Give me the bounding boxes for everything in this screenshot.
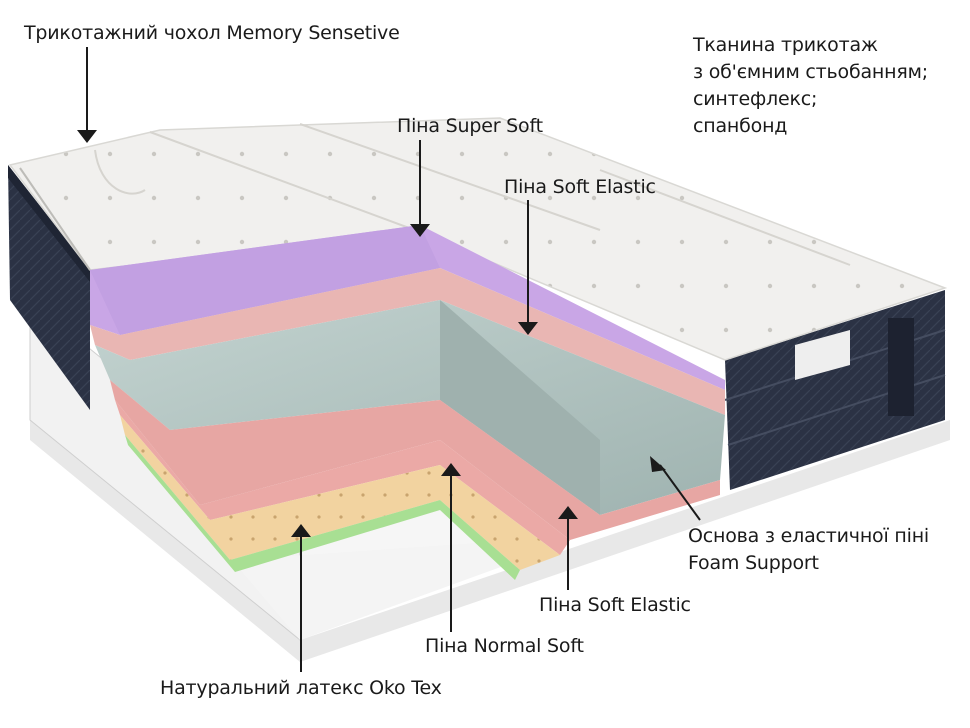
arrow-normal-soft-head bbox=[441, 463, 461, 476]
quilted-top bbox=[8, 117, 948, 361]
label-fabric-line-3: синтефлекс; bbox=[693, 88, 818, 110]
label-foam-support-line-2: Foam Support bbox=[688, 552, 819, 574]
label-fabric-line-1: Тканина трикотаж bbox=[693, 34, 878, 56]
label-super-soft: Піна Super Soft bbox=[397, 115, 543, 137]
layer-latex bbox=[120, 415, 560, 570]
label-cover: Трикотажний чохол Memory Sensetive bbox=[24, 22, 400, 44]
arrow-foam-support-head bbox=[650, 456, 666, 472]
label-foam-support: Основа з еластичної піні Foam Support bbox=[688, 523, 929, 577]
label-latex: Натуральний латекс Oko Tex bbox=[160, 677, 442, 699]
layer-normal-soft bbox=[115, 400, 570, 555]
arrow-soft-elastic-top-head bbox=[518, 322, 538, 335]
label-fabric-line-2: з об'ємним стьобанням; bbox=[693, 61, 928, 83]
layer-super-soft bbox=[90, 225, 725, 390]
arrow-soft-elastic-bottom-head bbox=[558, 506, 578, 519]
label-foam-support-line-1: Основа з еластичної піні bbox=[688, 525, 930, 547]
label-soft-elastic-bottom: Піна Soft Elastic bbox=[539, 594, 691, 616]
label-fabric-line-4: спанбонд bbox=[693, 115, 788, 137]
arrow-latex-head bbox=[291, 524, 311, 537]
pointer-arrows bbox=[77, 47, 701, 672]
arrow-super-soft-head bbox=[410, 224, 430, 237]
label-fabric: Тканина трикотаж з об'ємним стьобанням; … bbox=[693, 32, 928, 140]
arrow-foam-support bbox=[659, 464, 701, 521]
label-normal-soft: Піна Normal Soft bbox=[425, 635, 584, 657]
layer-soft-elastic-bottom bbox=[110, 380, 720, 540]
layer-soft-elastic-top bbox=[90, 268, 725, 415]
layer-foam-support bbox=[95, 300, 725, 515]
side-panel-right bbox=[724, 290, 946, 490]
arrow-cover-head bbox=[77, 130, 97, 143]
side-panel-left bbox=[8, 165, 90, 410]
layer-green bbox=[125, 435, 520, 580]
label-soft-elastic-top: Піна Soft Elastic bbox=[504, 176, 656, 198]
